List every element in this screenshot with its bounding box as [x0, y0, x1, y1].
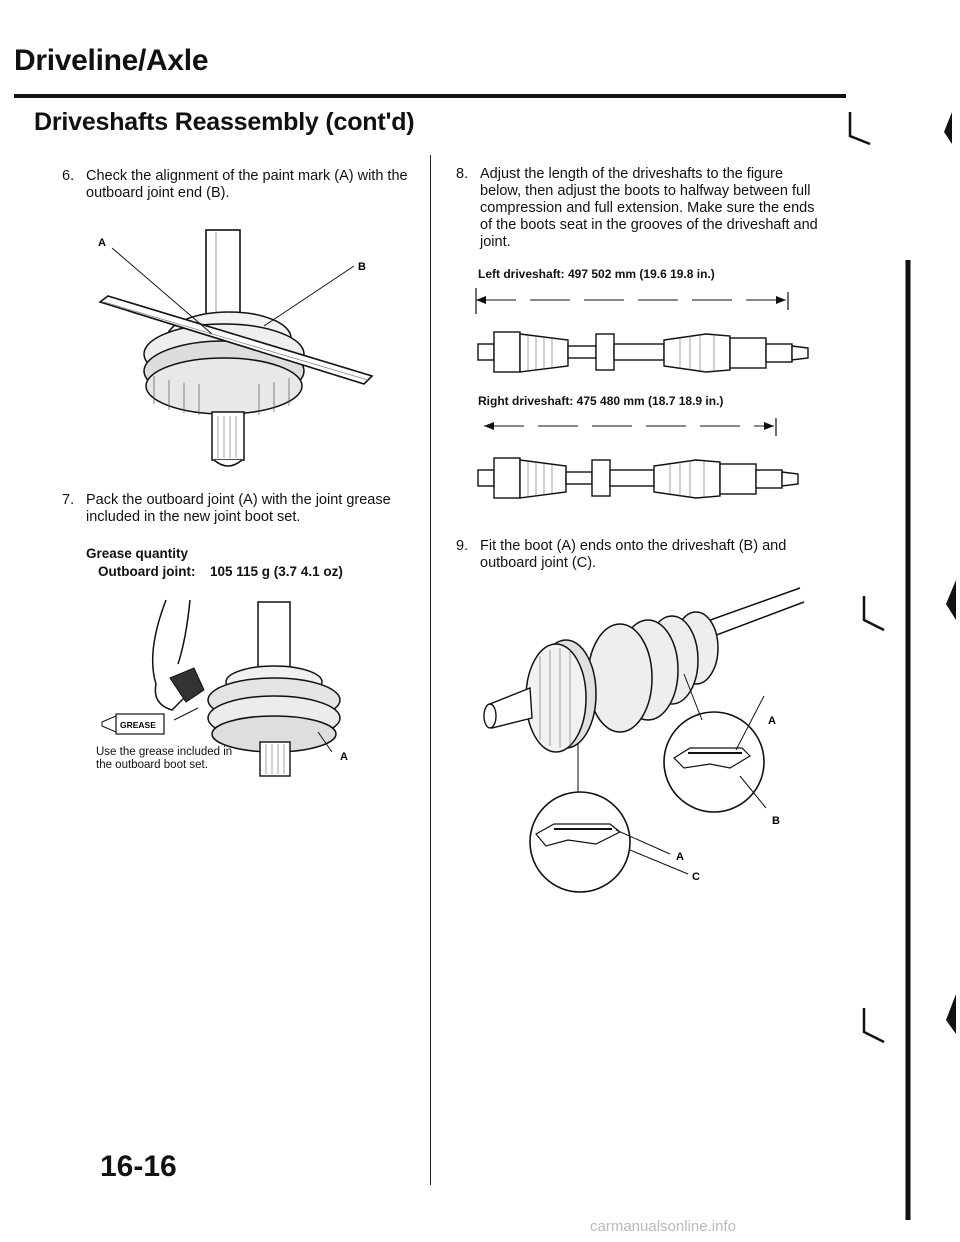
grease-note: Use the grease included in the outboard …	[96, 746, 233, 771]
step-number: 9.	[456, 538, 469, 554]
callout-a: A	[340, 751, 348, 763]
callout-a: A	[768, 715, 776, 727]
callout-b: B	[772, 815, 780, 827]
step-text: Fit the boot (A) ends onto the driveshaf…	[480, 538, 787, 571]
step-number: 6.	[62, 168, 75, 184]
grease-quantity-value: 105 115 g (3.7 4.1 oz)	[210, 564, 343, 579]
binding-edge-marks	[862, 260, 956, 1220]
paint-mark-alignment-figure: A B	[98, 229, 374, 467]
page-title: Driveshafts Reassembly (cont'd)	[34, 108, 415, 136]
left-driveshaft-length: Left driveshaft: 497 502 mm (19.6 19.8 i…	[478, 267, 715, 281]
step-text: Check the alignment of the paint mark (A…	[86, 168, 408, 201]
column-divider	[430, 155, 431, 1185]
step-9: 9. Fit the boot (A) ends onto the drives…	[456, 538, 818, 572]
grease-tube-icon: GREASE	[101, 713, 165, 735]
step-7: 7. Pack the outboard joint (A) with the …	[62, 492, 412, 526]
title-rule	[14, 94, 846, 98]
callout-a: A	[98, 237, 106, 249]
right-driveshaft-figure	[477, 418, 799, 499]
grease-packing-figure: GREASE A	[101, 599, 348, 777]
callout-b: B	[358, 261, 366, 273]
step-text: Adjust the length of the driveshafts to …	[480, 166, 818, 250]
watermark: carmanualsonline.info	[590, 1218, 736, 1235]
step-text: Pack the outboard joint (A) with the joi…	[86, 492, 391, 525]
step-6: 6. Check the alignment of the paint mark…	[62, 168, 412, 202]
step-number: 7.	[62, 492, 75, 508]
grease-quantity-heading: Grease quantity	[86, 546, 189, 561]
callout-c: C	[692, 871, 700, 883]
page-number: 16-16	[100, 1150, 177, 1183]
section-title: Driveline/Axle	[14, 44, 209, 77]
left-driveshaft-figure	[475, 288, 809, 373]
right-driveshaft-length: Right driveshaft: 475 480 mm (18.7 18.9 …	[478, 394, 724, 408]
step-number: 8.	[456, 166, 469, 182]
step-8: 8. Adjust the length of the driveshafts …	[456, 166, 818, 251]
grease-quantity-label: Outboard joint:	[98, 564, 196, 579]
grease-tube-label: GREASE	[120, 720, 156, 730]
corner-mark	[848, 112, 952, 146]
boot-fitting-figure: A B A C	[483, 587, 805, 893]
callout-a: A	[676, 851, 684, 863]
